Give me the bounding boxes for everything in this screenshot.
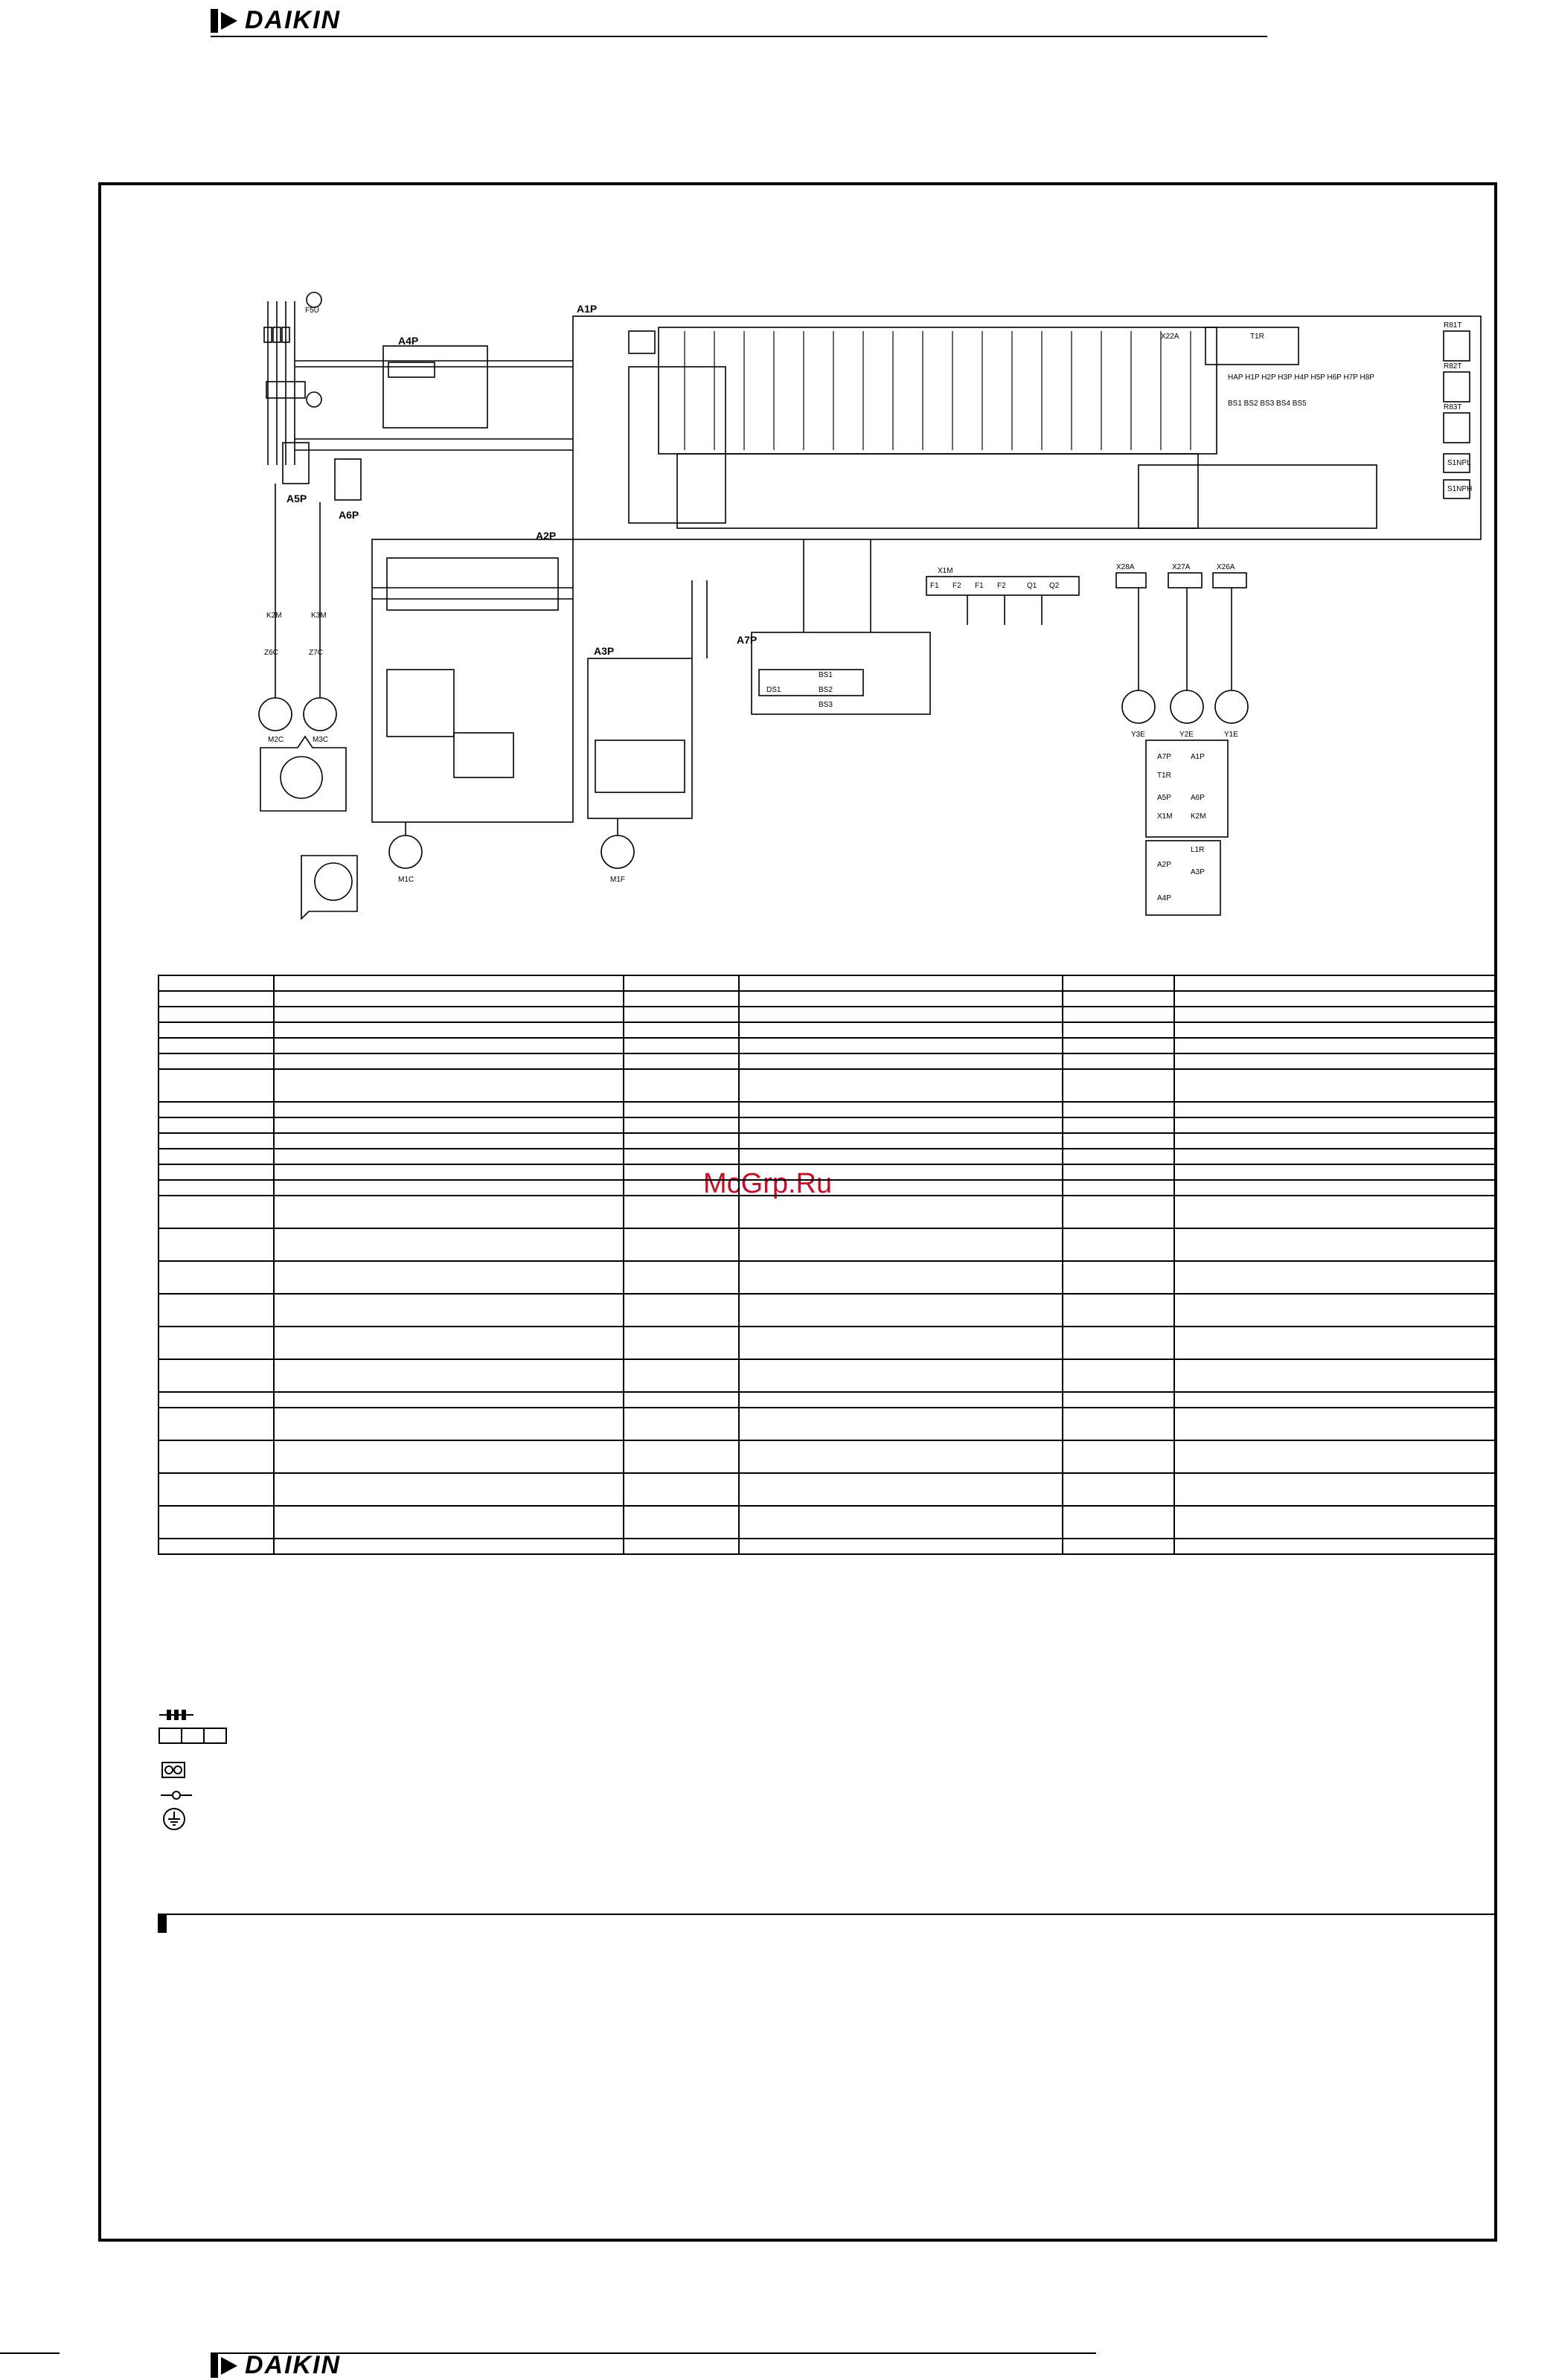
svg-text:S1NPH: S1NPH [1447, 485, 1472, 493]
svg-text:M2C: M2C [268, 736, 284, 744]
table-row [158, 1326, 1497, 1360]
header-rule [211, 36, 1267, 37]
svg-text:A1P: A1P [1191, 753, 1205, 761]
table-row [158, 1260, 1497, 1295]
svg-text:BS1: BS1 [819, 671, 833, 679]
table-row [158, 1021, 1497, 1039]
svg-text:F1: F1 [975, 582, 984, 590]
svg-text:A4P: A4P [1157, 894, 1171, 902]
table-row [158, 1228, 1497, 1262]
svg-text:A6P: A6P [339, 509, 359, 521]
svg-text:A6P: A6P [1191, 794, 1205, 802]
svg-text:BS3: BS3 [819, 701, 833, 709]
terminal-strip-icon [159, 1710, 193, 1720]
svg-text:BS1 BS2 BS3 BS4 BS5: BS1 BS2 BS3 BS4 BS5 [1228, 400, 1307, 408]
table-row [158, 1359, 1497, 1393]
brand-name: DAIKIN [245, 2351, 342, 2379]
svg-text:F2: F2 [997, 582, 1006, 590]
section-rule [158, 1914, 1497, 1915]
svg-text:A2P: A2P [536, 530, 556, 542]
table-row [158, 1391, 1497, 1408]
footer-rule [211, 2352, 1096, 2354]
table-row [158, 1117, 1497, 1134]
svg-text:Z6C: Z6C [264, 649, 278, 657]
protective-earth-icon [163, 1808, 185, 1830]
svg-text:K3M: K3M [311, 612, 327, 620]
connector-icon [158, 1728, 227, 1744]
svg-text:Y2E: Y2E [1179, 731, 1194, 739]
svg-text:A4P: A4P [398, 335, 418, 347]
table-row [158, 1538, 1497, 1555]
table-row [158, 1132, 1497, 1149]
svg-text:R81T: R81T [1444, 321, 1461, 330]
svg-text:X26A: X26A [1217, 563, 1235, 571]
svg-text:A3P: A3P [1191, 868, 1205, 876]
svg-text:X1M: X1M [1157, 812, 1173, 821]
svg-text:T1R: T1R [1157, 772, 1171, 780]
table-row [158, 1179, 1497, 1196]
daikin-mark-icon [211, 2353, 240, 2378]
svg-text:R82T: R82T [1444, 362, 1461, 371]
svg-text:X1M: X1M [938, 567, 953, 575]
svg-text:Q1: Q1 [1027, 582, 1037, 590]
table-row [158, 1101, 1497, 1118]
table-row [158, 1505, 1497, 1539]
table-row [158, 975, 1497, 992]
section-marker [158, 1914, 167, 1933]
svg-text:X22A: X22A [1161, 333, 1179, 341]
svg-text:Y3E: Y3E [1131, 731, 1145, 739]
svg-text:Y1E: Y1E [1224, 731, 1238, 739]
svg-text:A7P: A7P [1157, 753, 1171, 761]
daikin-logo-top: DAIKIN [211, 6, 341, 35]
svg-text:HAP H1P H2P H3P H4P H5P H6P H7: HAP H1P H2P H3P H4P H5P H6P H7P H8P [1228, 373, 1374, 382]
table-row [158, 1068, 1497, 1103]
svg-text:X28A: X28A [1116, 563, 1135, 571]
table-row [158, 1293, 1497, 1327]
svg-text:K2M: K2M [266, 612, 282, 620]
daikin-mark-icon [211, 8, 240, 33]
table-row [158, 990, 1497, 1007]
daikin-logo-bottom: DAIKIN [211, 2351, 341, 2380]
wiring-diagram-svg: F5U A4P A1P A2P A3P A7P A5P A6P K2M K3M Z… [258, 292, 1482, 920]
svg-text:A3P: A3P [594, 645, 614, 657]
wiring-diagram: F5U A4P A1P A2P A3P A7P A5P A6P K2M K3M Z… [223, 286, 1518, 941]
svg-text:T1R: T1R [1250, 333, 1264, 341]
svg-text:F2: F2 [952, 582, 961, 590]
table-row [158, 1006, 1497, 1023]
svg-text:A5P: A5P [1157, 794, 1171, 802]
table-row [158, 1053, 1497, 1070]
svg-text:M3C: M3C [313, 736, 328, 744]
table-row [158, 1037, 1497, 1054]
svg-text:Q2: Q2 [1049, 582, 1060, 590]
svg-text:F5U: F5U [305, 307, 319, 315]
table-row [158, 1440, 1497, 1474]
svg-text:A7P: A7P [737, 634, 757, 646]
svg-text:A5P: A5P [286, 493, 307, 504]
svg-text:X27A: X27A [1172, 563, 1191, 571]
table-row [158, 1164, 1497, 1181]
svg-text:F1: F1 [930, 582, 939, 590]
legend-table [158, 975, 1497, 1555]
table-row [158, 1195, 1497, 1229]
svg-text:DS1: DS1 [766, 686, 781, 694]
table-row [158, 1472, 1497, 1507]
svg-text:M1F: M1F [610, 876, 625, 884]
terminal-icon [161, 1791, 192, 1800]
svg-text:A1P: A1P [577, 303, 597, 315]
svg-text:K2M: K2M [1191, 812, 1206, 821]
svg-text:Z7C: Z7C [309, 649, 323, 657]
svg-text:L1R: L1R [1191, 846, 1204, 854]
svg-text:R83T: R83T [1444, 403, 1461, 411]
table-row [158, 1148, 1497, 1165]
svg-text:BS2: BS2 [819, 686, 833, 694]
footer-side-rule [0, 2352, 60, 2354]
svg-text:A2P: A2P [1157, 861, 1171, 869]
table-row [158, 1407, 1497, 1441]
relay-connector-icon [161, 1762, 185, 1778]
brand-name: DAIKIN [245, 6, 342, 34]
svg-text:M1C: M1C [398, 876, 414, 884]
svg-text:S1NPL: S1NPL [1447, 459, 1471, 467]
